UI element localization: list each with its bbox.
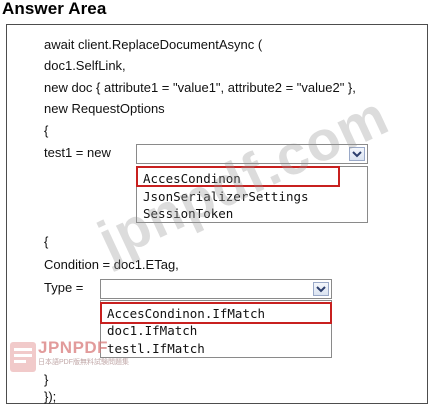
- dropdown-arrow-button[interactable]: [349, 147, 365, 161]
- dropdown-option[interactable]: JsonSerializerSettings: [143, 189, 309, 204]
- dropdown-option[interactable]: SessionToken: [143, 206, 234, 221]
- code-line: new RequestOptions: [44, 101, 165, 116]
- code-line: });: [44, 389, 57, 404]
- code-line: new doc { attribute1 = "value1", attribu…: [44, 80, 356, 95]
- answer-area-panel: [6, 24, 428, 404]
- type-listbox: AccesCondinon.IfMatch doc1.IfMatch testl…: [100, 300, 332, 358]
- answer-area-title: Answer Area: [2, 0, 107, 18]
- selected-option-highlight: [136, 166, 340, 187]
- code-line: Condition = doc1.ETag,: [44, 257, 179, 272]
- code-line: Type =: [44, 280, 84, 295]
- dropdown-option[interactable]: testl.IfMatch: [107, 341, 205, 356]
- code-line: {: [44, 123, 49, 138]
- dropdown-option[interactable]: AccesCondinon: [143, 171, 241, 186]
- chevron-down-icon: [352, 150, 362, 157]
- condition-type-dropdown[interactable]: [136, 144, 368, 164]
- type-dropdown[interactable]: [100, 279, 332, 299]
- dropdown-option[interactable]: doc1.IfMatch: [107, 323, 198, 338]
- condition-type-listbox: AccesCondinon JsonSerializerSettings Ses…: [136, 166, 368, 223]
- chevron-down-icon: [316, 285, 326, 292]
- dropdown-option[interactable]: AccesCondinon.IfMatch: [107, 306, 266, 321]
- jpnpdf-logo: [10, 342, 36, 372]
- code-line: }: [44, 372, 49, 387]
- logo-tagline: 日本語PDF版無料試験問題集: [38, 359, 129, 366]
- logo-wordmark: JPNPDF: [38, 338, 109, 357]
- code-line: doc1.SelfLink,: [44, 58, 126, 73]
- dropdown-arrow-button[interactable]: [313, 282, 329, 296]
- selected-option-highlight: [100, 302, 332, 324]
- code-line: test1 = new: [44, 145, 111, 160]
- code-line: await client.ReplaceDocumentAsync (: [44, 37, 263, 52]
- code-line: {: [44, 234, 49, 249]
